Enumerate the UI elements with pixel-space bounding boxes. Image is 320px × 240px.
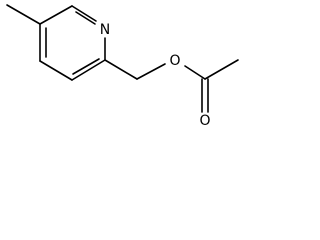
bond-c3-c4 [39,60,73,81]
bond-o-carbonyl [184,65,206,80]
atom-ether-oxygen: O [169,53,180,69]
atom-carbonyl-oxygen: O [199,113,210,129]
bond-carbonyl-methyl [204,59,239,80]
bond-c2-c3-inner [72,58,100,75]
bonds [6,4,239,113]
chemical-structure: N O O [6,4,239,129]
bond-ring-ch2 [104,59,138,80]
bond-ch2-o [136,63,166,80]
atom-labels: N O O [100,22,211,129]
atom-nitrogen: N [100,22,110,38]
bond-c6-n1-inner [75,11,96,25]
bond-c6-n1 [71,5,97,22]
bond-c5-c6 [39,5,73,25]
bond-c2-c3 [71,59,106,81]
bond-methyl-ring [6,4,41,25]
